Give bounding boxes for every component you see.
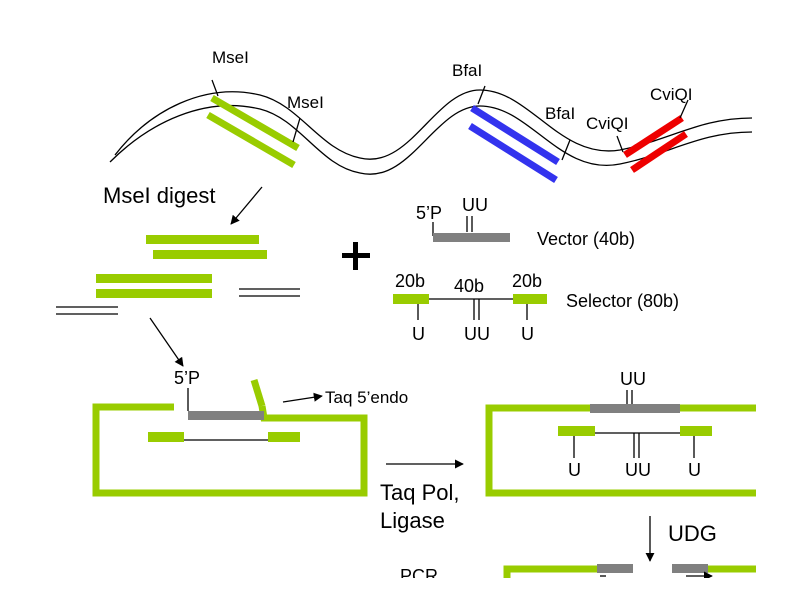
fragment-bar <box>96 274 212 283</box>
bfai-label-1: BfaI <box>452 61 482 80</box>
msei-digest-label: MseI digest <box>103 183 216 208</box>
bfai-tick-2 <box>561 139 571 161</box>
step2-u-right: U <box>688 460 701 480</box>
bfai-label-2: BfaI <box>545 104 575 123</box>
bfai-site-bar-bottom <box>468 123 558 183</box>
step2-uu-mid: UU <box>625 460 651 480</box>
cviqi-tick-2 <box>616 135 624 153</box>
product-vector-bar-right <box>672 564 708 573</box>
selector-oligo: 20b 40b 20b U UU U Selector (80b) <box>393 271 679 344</box>
selector-left-arm <box>393 294 429 304</box>
plus-icon <box>342 242 370 270</box>
flap-end <box>250 378 266 408</box>
selector-uu-mid: UU <box>464 324 490 344</box>
taq-endo-arrow <box>282 392 323 403</box>
vector-5p-label: 5’P <box>416 203 442 223</box>
cviqi-site-bar-top <box>623 115 684 158</box>
step1-selector-right <box>268 432 300 442</box>
genomic-dna <box>109 79 753 183</box>
cviqi-site-bar-bottom <box>630 131 688 173</box>
udg-label: UDG <box>668 521 717 546</box>
selector-mid-length: 40b <box>454 276 484 296</box>
selector-label: Selector (80b) <box>566 291 679 311</box>
step2-u-left: U <box>568 460 581 480</box>
step1-5p-label: 5’P <box>174 368 200 388</box>
fragment-bar <box>153 250 267 259</box>
msei-label-2: MseI <box>287 93 324 112</box>
selector-u-right: U <box>521 324 534 344</box>
msei-site-bar-bottom <box>206 111 296 169</box>
taq-pol-label: Taq Pol, <box>380 480 460 505</box>
vector-uu-label: UU <box>462 195 488 215</box>
hybridization-step: 5’P Taq 5’endo <box>92 368 408 497</box>
msei-tick-1 <box>211 79 219 97</box>
selector-right-arm <box>513 294 547 304</box>
step2-selector-left <box>558 426 595 436</box>
digest-fragments <box>56 235 300 315</box>
product-vector-bar-left <box>597 564 633 573</box>
dna-strand-bottom <box>109 105 753 175</box>
ligated-loop-top <box>485 404 756 497</box>
msei-tick-2 <box>292 117 301 143</box>
selector-u-left: U <box>412 324 425 344</box>
vector-label: Vector (40b) <box>537 229 635 249</box>
fragment-bar <box>146 235 259 244</box>
taq-endo-label: Taq 5’endo <box>325 388 408 407</box>
bfai-tick-1 <box>477 85 486 105</box>
step1-selector-left <box>148 432 184 442</box>
cviqi-tick-1 <box>679 99 689 119</box>
selector-left-length: 20b <box>395 271 425 291</box>
bottom-crop-mask <box>380 578 792 612</box>
ligation-step: UU U UU U <box>485 369 756 497</box>
ligase-label: Ligase <box>380 508 445 533</box>
ligated-vector-bar <box>590 404 680 413</box>
msei-site-bar-top <box>210 94 300 152</box>
selector-right-length: 20b <box>512 271 542 291</box>
step2-selector-right <box>680 426 712 436</box>
bfai-site-bar-top <box>470 105 560 165</box>
step2-uu-top: UU <box>620 369 646 389</box>
vector-oligo: 5’P UU Vector (40b) <box>416 195 635 249</box>
step1-arrow <box>149 317 184 367</box>
cviqi-label-2: CviQI <box>586 114 629 133</box>
step1-vector-bar <box>188 411 264 420</box>
cviqi-label-1: CviQI <box>650 85 693 104</box>
digest-arrow <box>230 186 263 225</box>
vector-bar <box>433 233 510 242</box>
dna-strand-top <box>114 89 753 160</box>
fragment-bar <box>96 289 212 298</box>
msei-label-1: MseI <box>212 48 249 67</box>
